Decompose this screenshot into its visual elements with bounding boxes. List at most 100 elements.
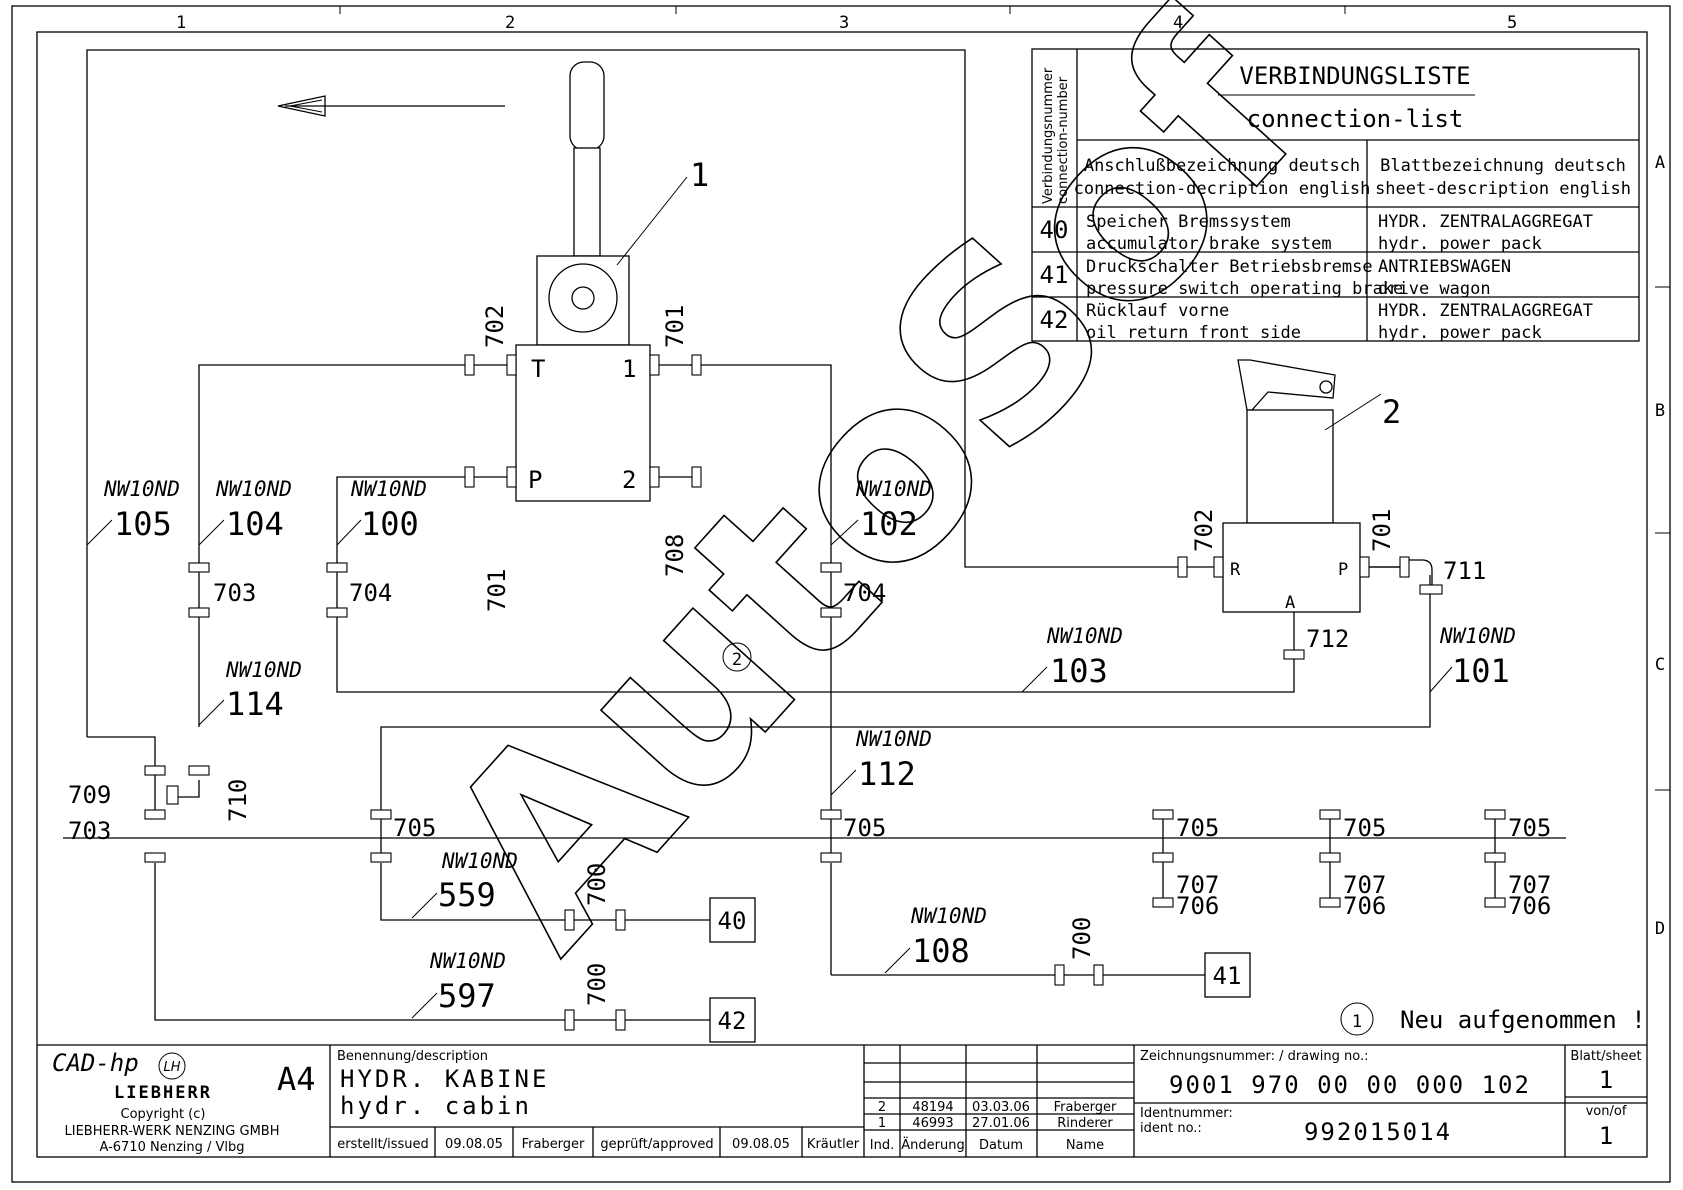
svg-text:NW10ND: NW10ND xyxy=(350,477,427,501)
svg-text:NW10ND: NW10ND xyxy=(225,658,302,682)
description-label: Benennung/description xyxy=(337,1049,488,1064)
liebherr-logo-mark: LH xyxy=(163,1060,180,1075)
svg-text:Name: Name xyxy=(1066,1138,1104,1153)
valve-port-t: T xyxy=(531,355,545,383)
connector-40-box xyxy=(709,897,756,943)
switch-label: 2 xyxy=(1382,393,1401,431)
fitting-702-valve: 702 xyxy=(481,305,509,348)
description-de: HYDR. KABINE xyxy=(340,1065,549,1093)
svg-text:114: 114 xyxy=(226,685,284,723)
valve-label: 1 xyxy=(690,156,709,194)
fitting-705-e: 705 xyxy=(1508,814,1551,842)
fitting-701-mid: 701 xyxy=(483,569,511,612)
valve-port-2: 2 xyxy=(622,466,636,494)
copyright: Copyright (c) xyxy=(121,1107,206,1122)
fitting-702-switch: 702 xyxy=(1190,509,1218,552)
svg-text:hydr. power pack: hydr. power pack xyxy=(1378,234,1542,254)
grid-col-3: 3 xyxy=(839,13,849,33)
ident-label-2: ident no.: xyxy=(1140,1121,1202,1136)
line-label-103: NW10ND 103 xyxy=(1021,624,1123,693)
fitting-703-left: 703 xyxy=(68,817,111,845)
svg-text:NW10ND: NW10ND xyxy=(429,949,506,973)
revision-headers: Ind. Änderung Datum Name xyxy=(870,1137,1104,1153)
svg-text:ANTRIEBSWAGEN: ANTRIEBSWAGEN xyxy=(1378,257,1511,277)
fitting-707-c: 707 xyxy=(1176,871,1219,899)
revision-row-1: 1 46993 27.01.06 Rinderer xyxy=(878,1116,1114,1131)
approved-by: Kräutler xyxy=(807,1137,860,1152)
svg-text:559: 559 xyxy=(438,876,496,914)
fitting-700-597: 700 xyxy=(583,963,611,1006)
svg-text:101: 101 xyxy=(1452,652,1510,690)
flow-arrow xyxy=(277,95,505,117)
conn-list-col3-de: Blattbezeichnung deutsch xyxy=(1380,156,1626,176)
fitting-708: 708 xyxy=(661,534,689,577)
valve-leader xyxy=(616,176,688,266)
conn-list-row-40: 40 Speicher Bremssystem accumulator brak… xyxy=(1040,212,1593,254)
fitting-707-d: 707 xyxy=(1343,871,1386,899)
fitting-705-c: 705 xyxy=(1176,814,1219,842)
fitting-707-e: 707 xyxy=(1508,871,1551,899)
approved-date: 09.08.05 xyxy=(732,1137,790,1152)
fitting-704-right: 704 xyxy=(843,579,886,607)
svg-text:oil return front side: oil return front side xyxy=(1086,323,1301,343)
svg-text:597: 597 xyxy=(438,977,496,1015)
fitting-712: 712 xyxy=(1306,625,1349,653)
drawing-number: 9001 970 00 00 000 102 xyxy=(1169,1071,1531,1099)
svg-text:Druckschalter Betriebsbremse: Druckschalter Betriebsbremse xyxy=(1086,257,1373,277)
line-label-102: NW10ND 102 xyxy=(830,477,932,546)
svg-text:NW10ND: NW10ND xyxy=(441,849,518,873)
svg-text:108: 108 xyxy=(912,932,970,970)
svg-text:03.03.06: 03.03.06 xyxy=(972,1100,1030,1115)
switch-port-a: A xyxy=(1285,593,1295,613)
fitting-706-c: 706 xyxy=(1176,892,1219,920)
issued-by: Fraberger xyxy=(522,1137,585,1152)
svg-text:Ind.: Ind. xyxy=(870,1138,894,1153)
svg-text:40: 40 xyxy=(1040,216,1069,244)
svg-text:NW10ND: NW10ND xyxy=(855,477,932,501)
drawing-no-label: Zeichnungsnummer: / drawing no.: xyxy=(1140,1049,1369,1064)
revision-mark-circle xyxy=(722,642,752,672)
conn-list-title-de: VERBINDUNGSLISTE xyxy=(1239,62,1470,90)
svg-text:46993: 46993 xyxy=(912,1116,953,1131)
grid-row-c: C xyxy=(1655,655,1665,675)
line-label-100: NW10ND 100 xyxy=(336,477,427,546)
svg-text:NW10ND: NW10ND xyxy=(855,727,932,751)
svg-text:Rücklauf vorne: Rücklauf vorne xyxy=(1086,301,1229,321)
connector-42: 42 xyxy=(718,1007,747,1035)
fitting-711: 711 xyxy=(1443,557,1486,585)
pressure-switch xyxy=(1222,359,1361,613)
sheet-number: 1 xyxy=(1599,1066,1613,1094)
issued-label: erstellt/issued xyxy=(337,1137,429,1152)
sheet-label: Blatt/sheet xyxy=(1570,1049,1641,1064)
liebherr-logo-icon xyxy=(158,1052,186,1080)
fitting-701-switch: 701 xyxy=(1368,509,1396,552)
svg-text:HYDR. ZENTRALAGGREGAT: HYDR. ZENTRALAGGREGAT xyxy=(1378,301,1593,321)
svg-text:NW10ND: NW10ND xyxy=(1439,624,1516,648)
of-label: von/of xyxy=(1586,1104,1627,1119)
fitting-710: 710 xyxy=(224,779,252,822)
issued-date: 09.08.05 xyxy=(445,1137,503,1152)
line-label-105: NW10ND 105 xyxy=(86,477,180,546)
sheet-outer-border xyxy=(11,5,1671,1183)
switch-fittings xyxy=(1177,556,1443,660)
of-number: 1 xyxy=(1599,1122,1613,1150)
drawing-frame xyxy=(36,31,1648,1158)
line-label-108: NW10ND 108 xyxy=(884,904,987,974)
svg-text:NW10ND: NW10ND xyxy=(103,477,180,501)
svg-text:103: 103 xyxy=(1050,652,1108,690)
svg-text:2: 2 xyxy=(878,1100,886,1115)
conn-list-row-41: 41 Druckschalter Betriebsbremse pressure… xyxy=(1040,257,1512,299)
note-mark-circle xyxy=(1340,1002,1374,1036)
svg-text:100: 100 xyxy=(361,505,419,543)
fitting-704-left: 704 xyxy=(349,579,392,607)
line-label-559: NW10ND 559 xyxy=(411,849,518,919)
connector-41: 41 xyxy=(1213,962,1242,990)
fitting-705-d: 705 xyxy=(1343,814,1386,842)
svg-text:105: 105 xyxy=(114,505,172,543)
fitting-705-b: 705 xyxy=(843,814,886,842)
conn-list-vheader-1: Verbindungsnummer xyxy=(1041,67,1056,204)
svg-text:Fraberger: Fraberger xyxy=(1054,1100,1117,1115)
revision-mark: 2 xyxy=(732,650,742,670)
ident-number: 992015014 xyxy=(1304,1118,1452,1146)
grid-col-5: 5 xyxy=(1507,13,1517,33)
